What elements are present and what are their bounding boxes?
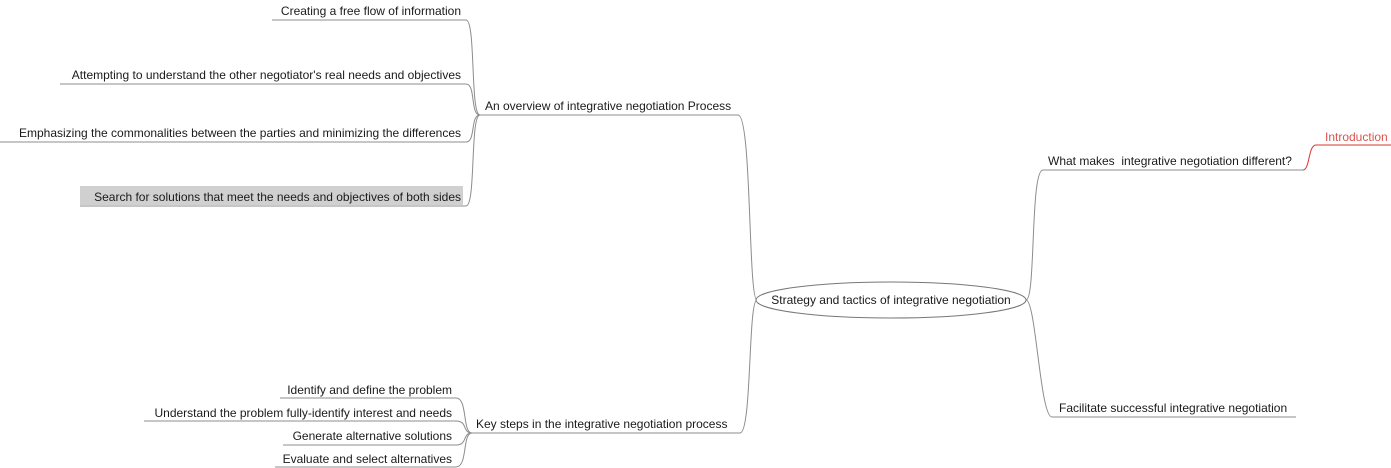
- branch-label: Key steps in the integrative negotiation…: [476, 417, 727, 431]
- edge-whatmakes-to-introduction: [1302, 144, 1317, 171]
- edge-keysteps-to-leaf-4: [455, 432, 473, 468]
- leaf-understand-problem-fully[interactable]: Understand the problem fully-identify in…: [144, 406, 456, 422]
- central-topic-ellipse: [755, 281, 1027, 319]
- edge-overview-to-leaf-2: [465, 83, 481, 116]
- central-topic[interactable]: Strategy and tactics of integrative nego…: [755, 281, 1027, 319]
- branch-key-steps[interactable]: Key steps in the integrative negotiation…: [472, 417, 740, 434]
- leaf-label: Evaluate and select alternatives: [283, 452, 452, 466]
- leaf-label: Introduction: [1325, 130, 1388, 144]
- branch-facilitate-success[interactable]: Facilitate successful integrative negoti…: [1052, 401, 1296, 418]
- leaf-free-flow-information[interactable]: Creating a free flow of information: [272, 4, 466, 21]
- edge-keysteps-to-leaf-1: [455, 397, 473, 434]
- central-topic-label: Strategy and tactics of integrative nego…: [771, 293, 1010, 307]
- edge-center-to-whatmakes: [1025, 169, 1044, 301]
- edge-keysteps-to-leaf-3: [455, 432, 473, 446]
- leaf-label: Understand the problem fully-identify in…: [154, 406, 452, 420]
- leaf-generate-alternatives[interactable]: Generate alternative solutions: [283, 429, 456, 446]
- branch-label: An overview of integrative negotiation P…: [485, 99, 731, 113]
- leaf-introduction[interactable]: Introduction: [1316, 130, 1391, 146]
- leaf-label: Emphasizing the commonalities between th…: [19, 126, 461, 140]
- edge-keysteps-to-leaf-2: [455, 420, 473, 434]
- branch-what-makes-different[interactable]: What makes integrative negotiation diffe…: [1043, 154, 1303, 171]
- leaf-label: Attempting to understand the other negot…: [72, 68, 461, 82]
- branch-overview-process[interactable]: An overview of integrative negotiation P…: [480, 99, 738, 116]
- edge-center-to-overview: [737, 114, 758, 301]
- edge-center-to-facilitate: [1025, 299, 1053, 418]
- leaf-emphasize-commonalities[interactable]: Emphasizing the commonalities between th…: [0, 126, 466, 143]
- branch-label: Facilitate successful integrative negoti…: [1059, 401, 1287, 415]
- leaf-understand-needs-objectives[interactable]: Attempting to understand the other negot…: [60, 68, 466, 85]
- branch-label: What makes integrative negotiation diffe…: [1048, 154, 1292, 168]
- leaf-label: Creating a free flow of information: [281, 4, 461, 18]
- leaf-label: Generate alternative solutions: [293, 429, 452, 443]
- selection-highlight: [80, 186, 463, 205]
- leaf-label: Search for solutions that meet the needs…: [94, 190, 461, 204]
- leaf-identify-define-problem[interactable]: Identify and define the problem: [280, 383, 456, 399]
- edge-overview-to-leaf-1: [465, 19, 481, 116]
- leaf-label: Identify and define the problem: [287, 383, 452, 397]
- leaf-evaluate-select[interactable]: Evaluate and select alternatives: [275, 452, 456, 468]
- edge-overview-to-leaf-4: [465, 114, 481, 207]
- leaf-search-solutions[interactable]: Search for solutions that meet the needs…: [80, 186, 466, 207]
- mind-map-edges: [455, 19, 1317, 468]
- edge-center-to-keysteps: [739, 299, 758, 434]
- edge-overview-to-leaf-3: [465, 114, 481, 143]
